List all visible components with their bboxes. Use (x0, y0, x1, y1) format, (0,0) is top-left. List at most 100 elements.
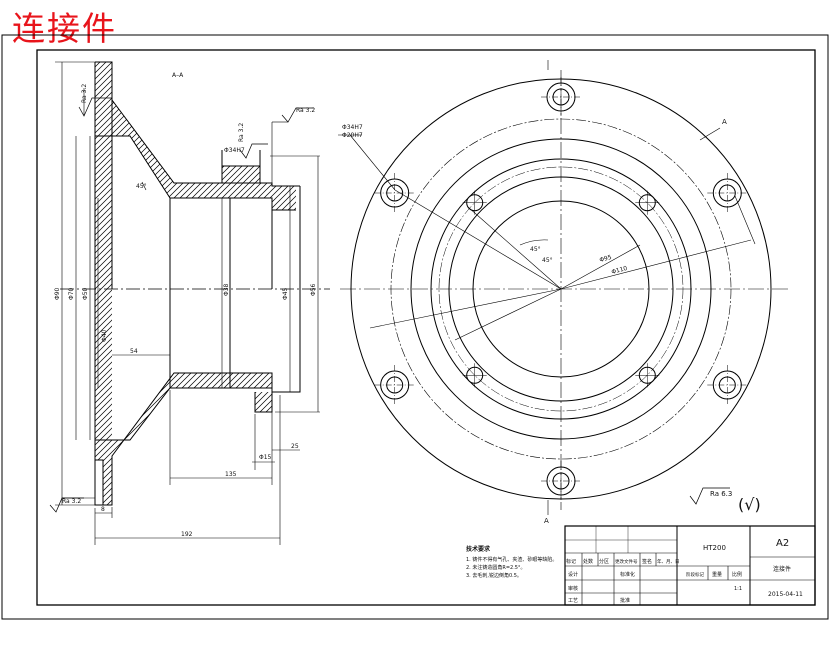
tb-head-4: 更改文件号 (615, 558, 638, 565)
hatch-line (222, 166, 260, 183)
hatch-line (95, 136, 112, 440)
hatch-line (588, 0, 830, 600)
hatch-line (222, 166, 235, 183)
hatch-line (95, 62, 289, 210)
hatch-line (222, 166, 260, 183)
hatch-line (576, 0, 830, 600)
hatch-line (0, 0, 48, 600)
hatch-line (126, 0, 726, 600)
hatch-line (600, 0, 830, 600)
notes-line-1: 1. 铸件不得有气孔、夹渣、砂眼等缺陷。 (466, 556, 557, 563)
front-view (340, 70, 790, 510)
hatch-line (95, 62, 157, 210)
hatch-line (95, 136, 112, 440)
hatch-line (372, 0, 830, 600)
hatch-line (630, 0, 830, 600)
roughness-label-3: Ra 3.2 (238, 123, 245, 142)
hatch-line (222, 166, 260, 183)
hatch-line (95, 62, 296, 210)
hatch-line (720, 0, 830, 600)
hatch-line (107, 62, 296, 210)
hatch-line (468, 0, 830, 600)
hatch-line (95, 62, 296, 210)
hatch-line (222, 166, 260, 183)
hatch-line (444, 0, 830, 600)
hatch-line (720, 0, 830, 600)
hatch-line (504, 0, 830, 600)
hatch-line (576, 0, 830, 600)
hatch-line (95, 373, 272, 505)
hatch-line (222, 166, 260, 183)
hatch-line (95, 373, 272, 505)
title-block (564, 525, 816, 606)
hatch-line (107, 373, 272, 505)
hatch-line (414, 0, 830, 600)
hatch-line (0, 0, 18, 600)
hatch-line (0, 0, 24, 600)
hatch-line (390, 0, 830, 600)
hatch-line (402, 0, 830, 600)
hatch-line (444, 0, 830, 600)
hatch-line (408, 0, 830, 600)
hatch-line (492, 0, 830, 600)
hatch-line (750, 0, 830, 600)
hatch-line (95, 136, 112, 440)
hatch-line (444, 0, 830, 600)
hatch-line (222, 166, 260, 183)
hatch-line (222, 166, 223, 183)
hatch-line (390, 0, 830, 600)
roughness-general: Ra 6.3 (710, 490, 732, 498)
hatch-line (0, 0, 156, 600)
hatch-line (101, 373, 272, 505)
hatch-line (582, 0, 830, 600)
hatch-line (774, 0, 830, 600)
hatch-line (0, 0, 42, 600)
tb-standard: 标准化 (620, 571, 635, 578)
section-mark-bottom: A (544, 517, 549, 525)
hatch-line (0, 0, 42, 600)
hatch-line (798, 0, 830, 600)
hatch-line (222, 166, 259, 183)
hatch-line (95, 62, 229, 210)
hatch-line (95, 373, 253, 505)
notes-line-2: 2. 未注铸造圆角R=2.5°。 (466, 564, 525, 571)
hatch-line (95, 136, 112, 440)
hatch-line (0, 0, 30, 600)
hatch-line (95, 373, 157, 505)
hatch-line (786, 0, 830, 600)
hatch-line (384, 0, 830, 600)
hatch-line (606, 0, 830, 600)
hatch-line (708, 0, 830, 600)
hatch-line (95, 136, 112, 440)
hatch-line (540, 0, 830, 600)
hatch-line (113, 62, 296, 210)
section-view (60, 61, 330, 506)
hatch-line (516, 0, 830, 600)
labels: A–A A A Ra 3.2 Ra 3.2 Ra 3.2 Ra 3.2 Ra 6… (54, 72, 803, 604)
hatch-line (630, 0, 830, 600)
hatch-line (95, 62, 223, 210)
hatch-line (95, 136, 112, 440)
hatch-line (468, 0, 830, 600)
hatch-line (756, 0, 830, 600)
hatch-line (222, 166, 260, 183)
hatch-line (0, 0, 30, 600)
hatch-line (222, 166, 260, 183)
hatch-line (95, 373, 272, 505)
hatch-line (546, 0, 830, 600)
hatch-line (95, 136, 112, 440)
hatch-line (0, 0, 90, 600)
hatch-line (504, 0, 830, 600)
hatch-line (522, 0, 830, 600)
hatch-line (222, 166, 260, 183)
hatch-line (95, 373, 272, 505)
hatch-line (95, 373, 151, 505)
fit-label-2: Φ34H7 (342, 124, 363, 131)
hatch-line (534, 0, 830, 600)
hatch-line (378, 0, 830, 600)
hatch-line (396, 0, 830, 600)
hatch-line (222, 166, 260, 183)
hatch-line (0, 0, 6, 600)
hatch-line (186, 0, 786, 600)
hatch-line (95, 136, 112, 440)
